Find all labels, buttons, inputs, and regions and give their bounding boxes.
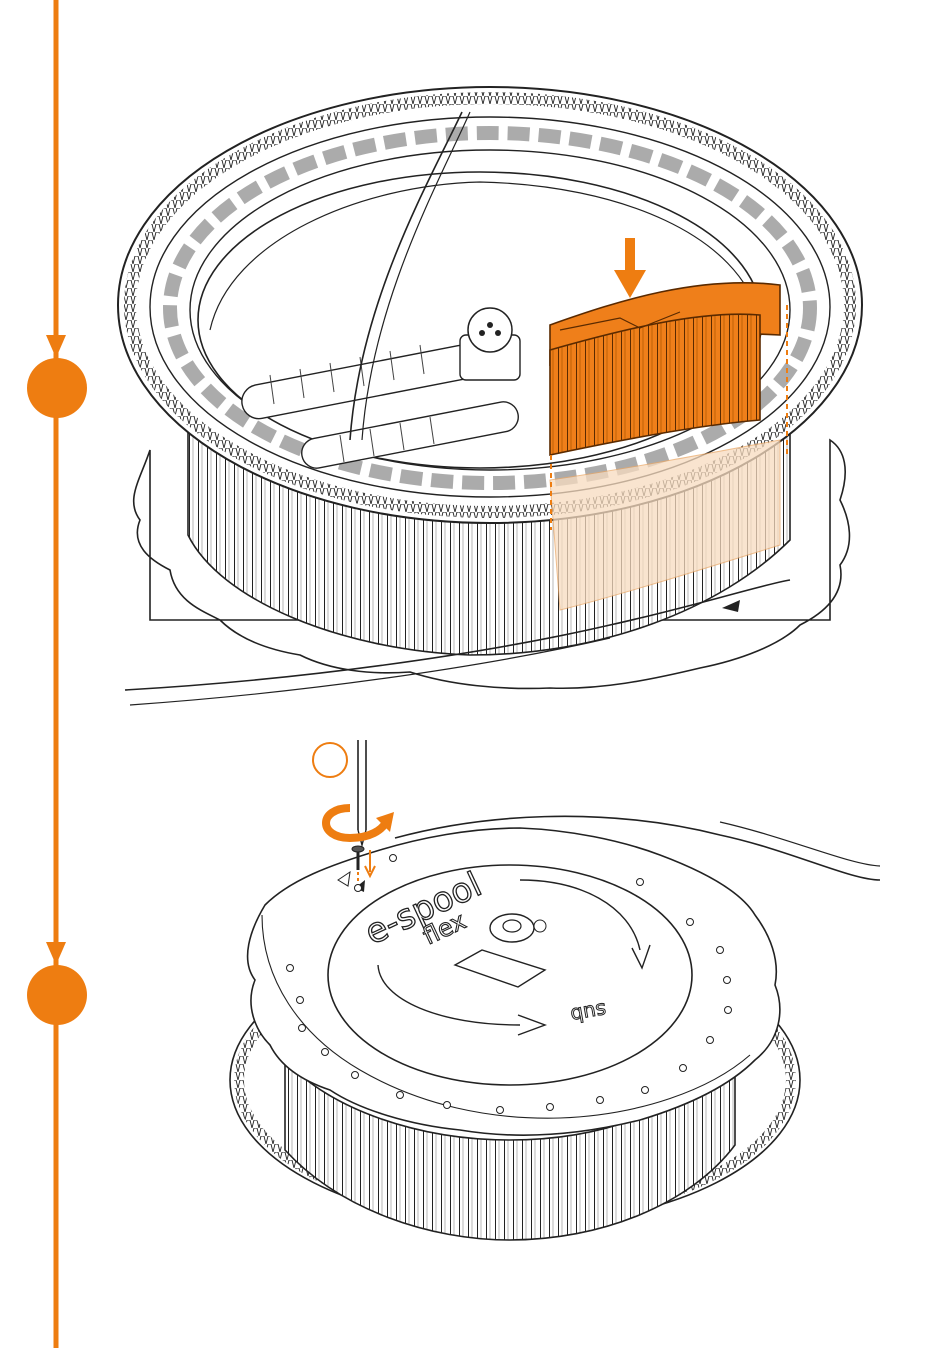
alignment-marker [722,600,740,612]
timeline-arrowhead-2 [46,942,66,965]
figure-1-spool-ring [118,87,862,705]
timeline [27,0,87,1348]
screwdriver-icon [358,740,366,845]
step-marker-2 [27,965,87,1025]
screwdriver-size-badge [313,743,347,777]
step-marker-1 [27,358,87,418]
cap-filament-2 [720,822,880,866]
screw-target-hole [355,885,362,892]
timeline-arrowhead-1 [46,335,66,358]
rotate-clockwise-icon [326,808,394,838]
figure-2-spool-cap: e-spool flex sub [230,740,880,1240]
